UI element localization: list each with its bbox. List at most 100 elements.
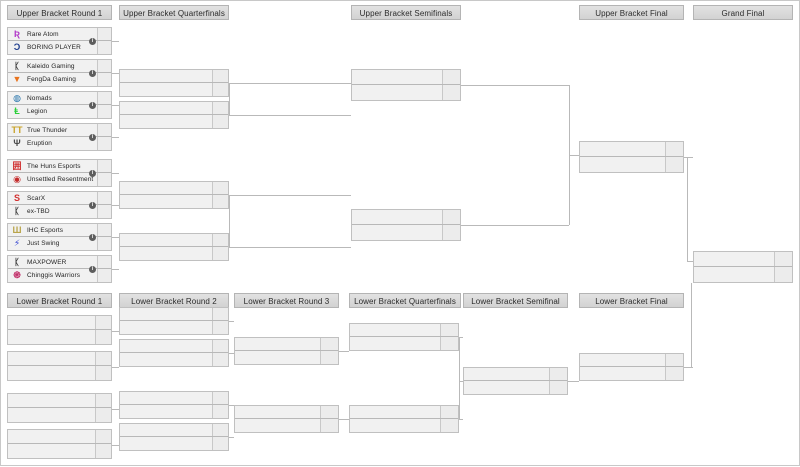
match-row[interactable]: [464, 368, 567, 381]
match-info-icon[interactable]: i: [89, 69, 96, 77]
match-row[interactable]: [120, 424, 228, 437]
match-row[interactable]: [120, 405, 228, 418]
lb-sf-match[interactable]: [463, 367, 568, 395]
match-row[interactable]: [352, 225, 460, 240]
team-name: Kaleido Gaming: [27, 62, 75, 70]
match-row[interactable]: [120, 321, 228, 334]
match-row[interactable]: [120, 340, 228, 353]
lb-r2-match-2[interactable]: [119, 339, 229, 367]
match-row[interactable]: [120, 437, 228, 450]
match-row[interactable]: [120, 195, 228, 208]
match-row[interactable]: [8, 352, 111, 366]
lb-qf-match-2[interactable]: [349, 405, 459, 433]
match-row[interactable]: [120, 308, 228, 321]
ub-qf-match-2[interactable]: [119, 101, 229, 129]
match-info-icon[interactable]: i: [89, 201, 96, 209]
match-info-icon[interactable]: i: [89, 37, 96, 45]
match-row[interactable]: [352, 210, 460, 225]
ub-qf-match-4[interactable]: [119, 233, 229, 261]
match-row[interactable]: [694, 252, 792, 267]
match-row[interactable]: ⚡Just Swing: [8, 237, 111, 250]
ub-qf-match-3[interactable]: [119, 181, 229, 209]
match-row[interactable]: [8, 366, 111, 380]
lb-r1-match-3[interactable]: [7, 393, 112, 423]
match-row[interactable]: [8, 430, 111, 444]
match-row[interactable]: ◉Unsettled Resentment: [8, 173, 111, 186]
match-row[interactable]: [694, 267, 792, 282]
team-score: [212, 392, 228, 404]
match-info-icon[interactable]: i: [89, 169, 96, 177]
ub-final-match[interactable]: [579, 141, 684, 173]
match-row[interactable]: [120, 102, 228, 115]
match-row[interactable]: [580, 157, 683, 172]
ub-qf-match-1[interactable]: [119, 69, 229, 97]
lb-r2-match-3[interactable]: [119, 391, 229, 419]
match-row[interactable]: [350, 406, 458, 419]
match-row[interactable]: [235, 338, 338, 351]
match-row[interactable]: [350, 324, 458, 337]
match-row[interactable]: [8, 444, 111, 458]
match-row[interactable]: [8, 394, 111, 408]
match-row[interactable]: [235, 351, 338, 364]
match-row[interactable]: [464, 381, 567, 394]
lb-r2-match-4[interactable]: [119, 423, 229, 451]
match-row[interactable]: [235, 406, 338, 419]
lb-r1-match-4[interactable]: [7, 429, 112, 459]
match-row[interactable]: [120, 353, 228, 366]
match-row[interactable]: [580, 354, 683, 367]
match-row[interactable]: [352, 85, 460, 100]
match-info-icon[interactable]: i: [89, 265, 96, 273]
match-info-icon[interactable]: i: [89, 101, 96, 109]
lb-r3-match-2[interactable]: [234, 405, 339, 433]
match-row[interactable]: [120, 392, 228, 405]
match-row[interactable]: [120, 234, 228, 247]
match-row[interactable]: [235, 419, 338, 432]
match-info-icon[interactable]: i: [89, 133, 96, 141]
match-row[interactable]: [120, 83, 228, 96]
match-row[interactable]: [350, 419, 458, 432]
lb-r3-match-1[interactable]: [234, 337, 339, 365]
ub-sf-match-1[interactable]: [351, 69, 461, 101]
match-row[interactable]: ֎Chinggis Warriors: [8, 269, 111, 282]
lb-r2-match-1[interactable]: [119, 307, 229, 335]
match-row[interactable]: [120, 115, 228, 128]
match-row[interactable]: [8, 330, 111, 344]
match-row[interactable]: [352, 70, 460, 85]
match-row[interactable]: [580, 367, 683, 380]
ub-sf-match-2[interactable]: [351, 209, 461, 241]
match-row[interactable]: ◍Nomads: [8, 92, 111, 105]
match-info-icon[interactable]: i: [89, 233, 96, 241]
match-row[interactable]: [350, 337, 458, 350]
lb-final-match[interactable]: [579, 353, 684, 381]
match-row[interactable]: [120, 182, 228, 195]
grand-final-match[interactable]: [693, 251, 793, 283]
match-row[interactable]: [8, 316, 111, 330]
match-row[interactable]: [120, 247, 228, 260]
lb-r1-match-2[interactable]: [7, 351, 112, 381]
match-row[interactable]: [8, 408, 111, 422]
match-row[interactable]: [120, 70, 228, 83]
match-row[interactable]: [580, 142, 683, 157]
lb-qf-match-1[interactable]: [349, 323, 459, 351]
lb-r1-match-1[interactable]: [7, 315, 112, 345]
match-row[interactable]: ▼FengDa Gaming: [8, 73, 111, 86]
